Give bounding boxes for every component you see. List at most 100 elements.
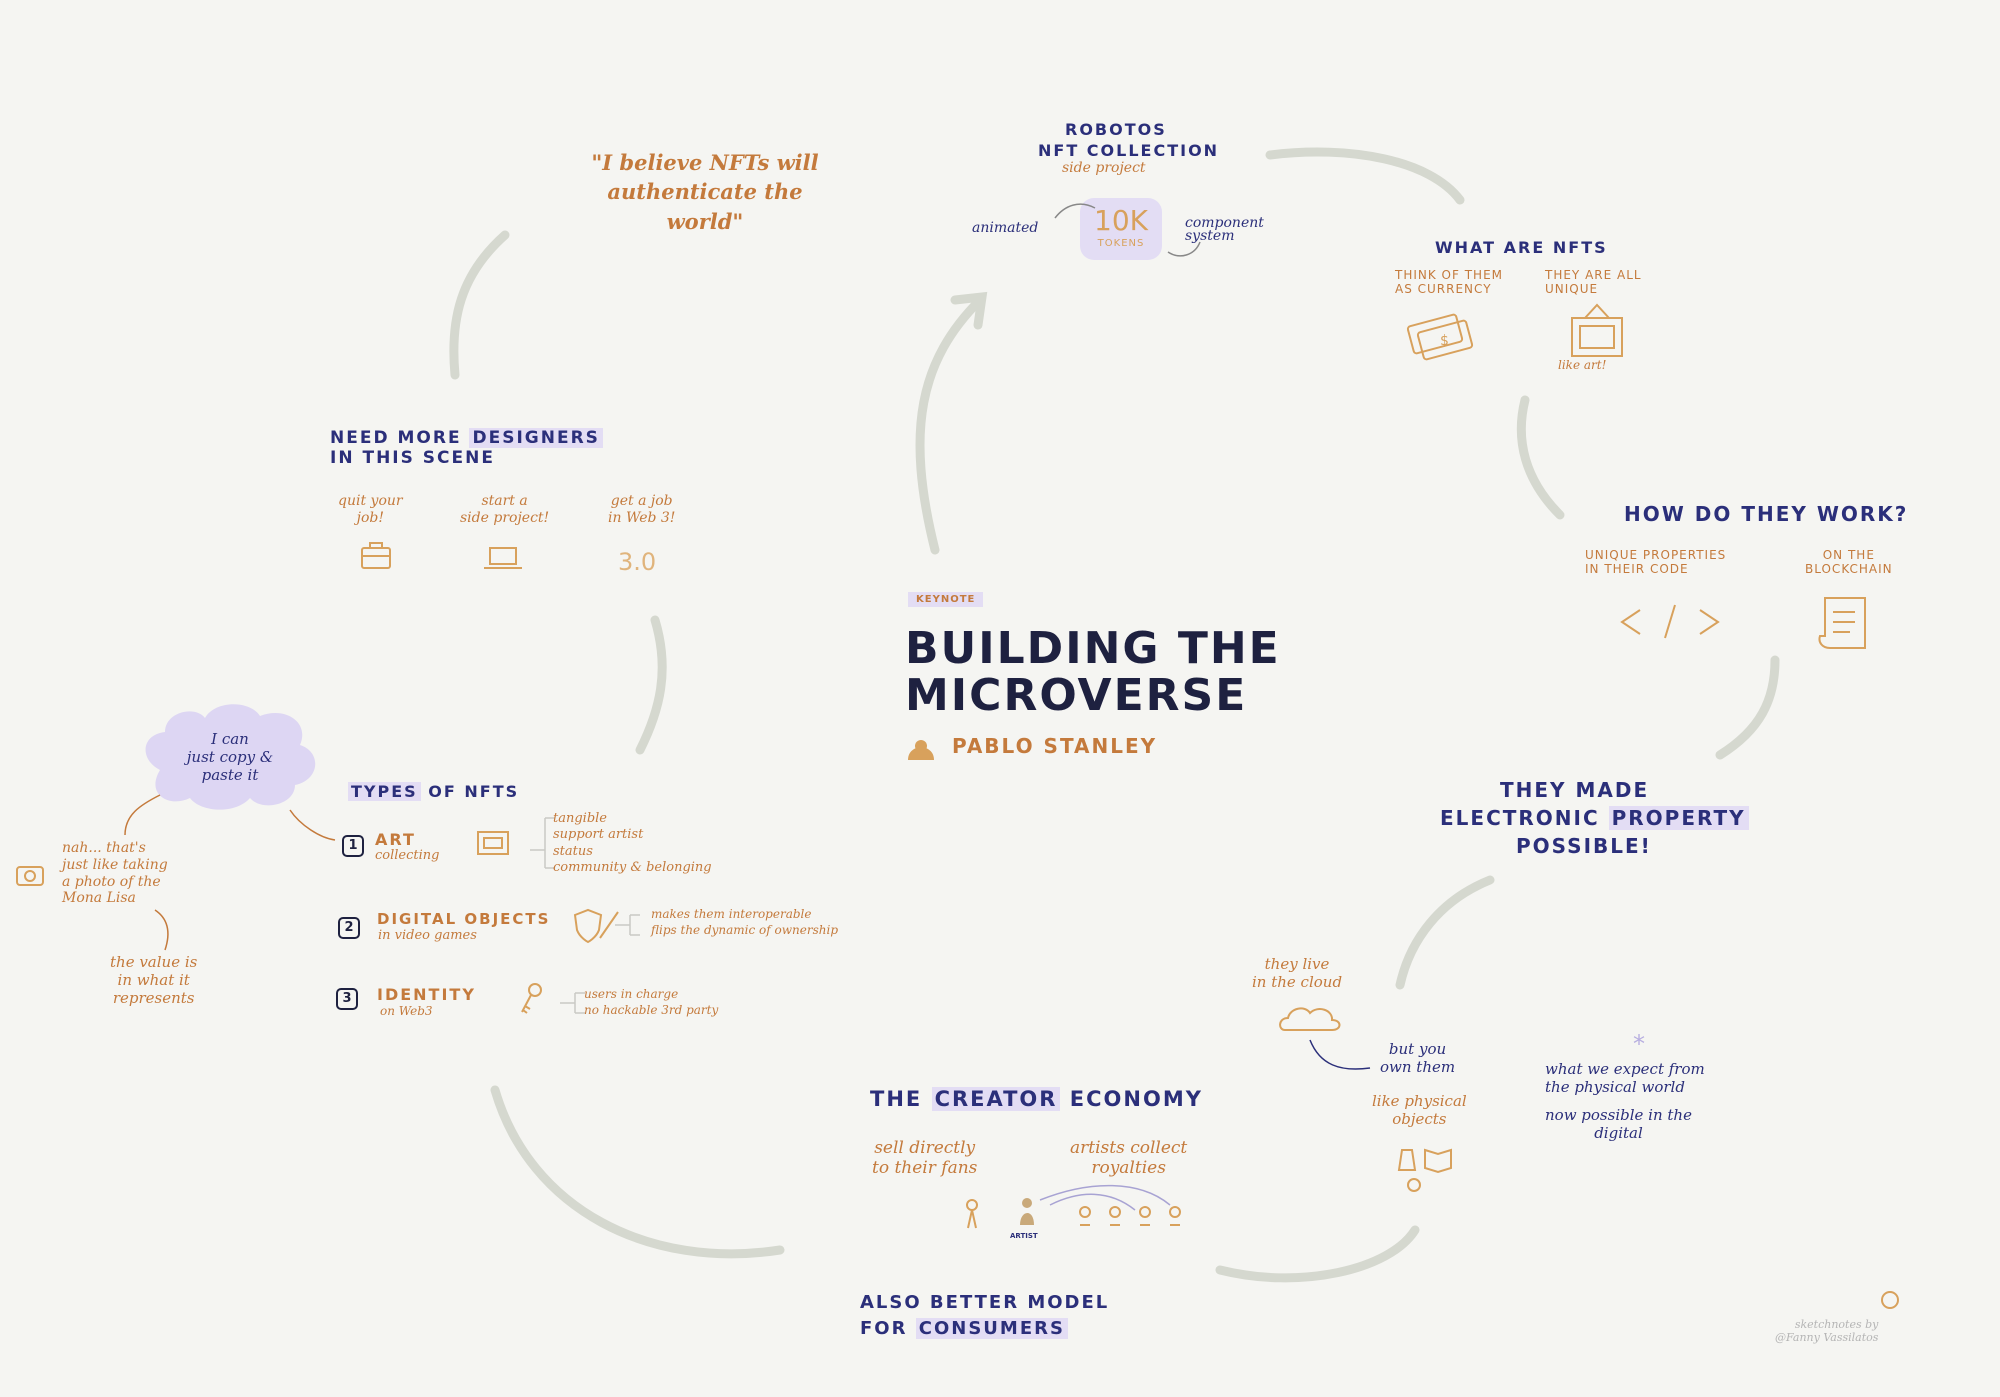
consumers-line1: ALSO BETTER MODEL [860,1292,1110,1313]
type-name-art: ART [375,830,416,849]
nfts-currency-note: THINK OF THEM AS CURRENCY [1395,268,1504,297]
robotos-note: side project [1062,160,1146,176]
cloud-bubble-text: I can just copy & paste it [186,730,274,784]
value-note: the value is in what it represents [110,953,198,1007]
identity-detail-bracket [560,992,585,1014]
flow-arrow-center-up [915,295,985,555]
physical-objects-icon [1397,1148,1452,1192]
cloud-icon [1279,1007,1341,1031]
art-to-cloud-arrow [289,809,336,841]
unique-properties-note: UNIQUE PROPERTIES IN THEIR CODE [1585,548,1727,577]
thought-cloud-bubble [145,704,316,810]
token-count: 10K [1094,204,1148,237]
physical-world-note: what we expect from the physical world [1545,1060,1705,1096]
designers-highlight: DESIGNERS [469,428,603,448]
blockchain-note: ON THE BLOCKCHAIN [1805,548,1893,577]
nfts-unique-note: THEY ARE ALL UNIQUE [1545,268,1642,297]
flow-arrow-bottom-right [1215,1225,1420,1283]
frame-icon [477,831,509,855]
quit-job-note: quit your job! [338,493,403,526]
laptop-icon [484,547,522,569]
credit-signature-icon [1881,1291,1899,1309]
keynote-tag: KEYNOTE [908,592,984,607]
type-name-digital: DIGITAL OBJECTS [377,910,551,928]
artist-head [1022,1198,1032,1208]
type-sub-art: collecting [375,848,440,863]
property-highlight: PROPERTY [1608,806,1749,830]
side-project-note: start a side project! [460,493,550,526]
type-details-identity: users in charge no hackable 3rd party [584,987,719,1017]
creator-the: THE [870,1087,923,1111]
main-title-line2: MICROVERSE [905,670,1248,721]
creator-economy-title: THE CREATOR ECONOMY [870,1087,1203,1112]
speaker-head [915,740,927,752]
svg-text:$: $ [1440,333,1449,349]
type-number-3: 3 [336,988,358,1010]
what-are-nfts-title: WHAT ARE NFTs [1435,238,1608,257]
speaker-name: PABLO STANLEY [952,734,1158,758]
money-bills-icon: $ [1406,313,1474,361]
flow-arrow-bottom-left [490,1085,785,1259]
sell-directly-note: sell directly to their fans [872,1138,978,1179]
speaker-icon [908,747,934,760]
fan-figures-icon [966,1199,1181,1229]
sparkle-icon: * [1633,1030,1645,1058]
flow-arrows [449,147,1780,1283]
type-sub-digital: in video games [378,928,477,943]
shield-sword-icon [573,908,619,944]
designers-scene: IN THIS SCENE [330,448,495,469]
designers-need: NEED MORE [330,428,462,448]
code-icon [1620,604,1720,639]
animated-arrow [1054,203,1096,219]
types-title: TYPES OF NFTS [348,782,519,801]
scroll-icon [1818,597,1866,649]
cloud-to-own-arrow [1309,1039,1371,1070]
flow-arrow-center-up-head [950,291,988,330]
like-art-note: like art! [1558,358,1607,372]
digital-detail-bracket [615,914,640,936]
royalties-note: artists collect royalties [1070,1138,1188,1179]
consumers-highlight: CONSUMERS [915,1318,1068,1339]
flow-arrow-right-1 [1516,395,1565,520]
briefcase-icon [361,542,391,569]
type-number-2: 2 [338,917,360,939]
quote: "I believe NFTs will authenticate the wo… [591,150,819,234]
consumers-line2: FOR CONSUMERS [860,1318,1068,1340]
component-arrow [1167,241,1201,257]
property-electronic: ELECTRONIC [1440,806,1600,830]
flow-arrow-right-2 [1715,655,1780,760]
nah-to-value-arrow [154,909,169,951]
creator-economy: ECONOMY [1069,1087,1203,1111]
credit-note: sketchnotes by @Fanny Vassilatos [1775,1318,1879,1344]
digital-possible-note: now possible in the digital [1545,1106,1692,1142]
flow-arrow-right-3 [1395,875,1495,990]
picture-frame-icon [1571,303,1623,357]
web3-job-note: get a job in Web 3! [608,493,676,526]
token-unit: TOKENS [1097,238,1145,249]
type-number-1: 1 [342,835,364,857]
royalties-arrows [1039,1184,1171,1211]
art-detail-bracket [530,817,555,869]
mona-lisa-note: nah... that's just like taking a photo o… [62,840,168,907]
nah-to-cloud-arrow [124,794,161,836]
robotos-token-badge [1080,198,1162,260]
key-icon [521,983,542,1014]
flow-arrow-top-left [449,230,510,380]
property-line3: POSSIBLE! [1516,834,1652,858]
robotos-subtitle: NFT COLLECTION [1038,141,1220,160]
web3-label: 3.0 [618,548,657,576]
creator-highlight: CREATOR [931,1087,1061,1111]
flow-arrow-top-right [1265,147,1465,205]
property-line1: THEY MADE [1500,778,1650,802]
main-title-line1: BUILDING THE [905,623,1281,674]
types-highlight: TYPES [348,782,421,801]
types-rest: OF NFTS [428,782,520,801]
own-them-note: but you own them [1380,1040,1456,1076]
type-sub-identity: on Web3 [380,1004,433,1018]
cloud-live-note: they live in the cloud [1252,955,1343,991]
property-line2: ELECTRONIC PROPERTY [1440,806,1749,830]
camera-icon [16,866,44,886]
type-name-identity: IDENTITY [377,985,476,1004]
